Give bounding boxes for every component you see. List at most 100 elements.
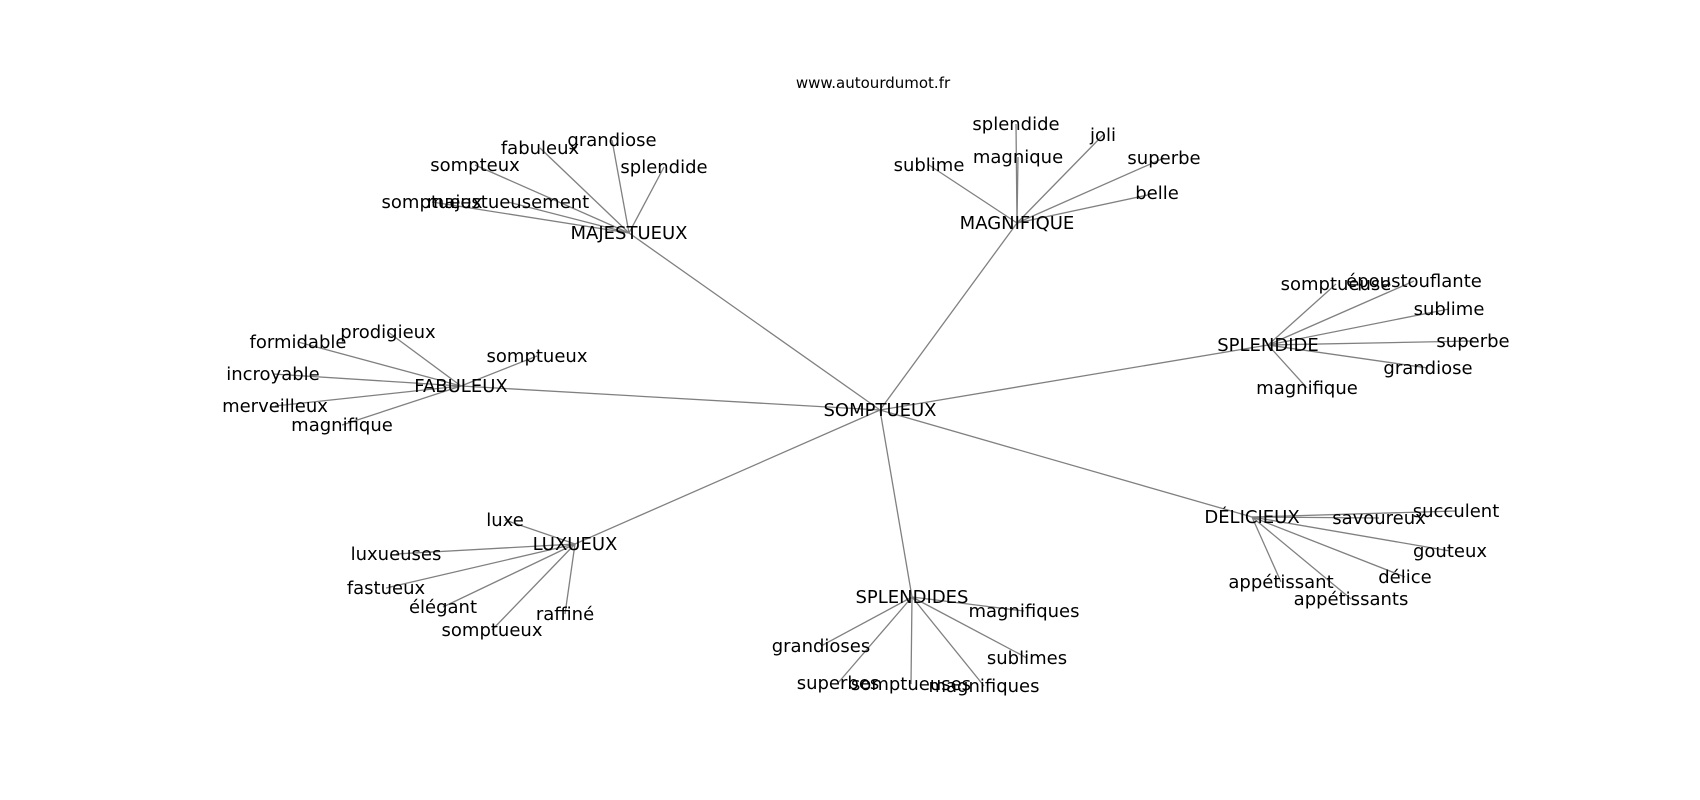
edge-center-delicieux [879, 409, 1253, 518]
edge-majestueux-m3 [474, 164, 630, 234]
leaf-word-splendide: magnifique [1256, 378, 1358, 399]
leaf-word-luxueux: fastueux [347, 578, 426, 599]
leaf-word-luxueux: élégant [409, 597, 477, 618]
leaf-word-splendide: superbe [1436, 331, 1509, 352]
leaf-word-luxueux: luxueuses [351, 544, 442, 565]
leaf-word-luxueux: luxe [486, 510, 524, 531]
leaf-word-delicieux: appétissants [1294, 589, 1409, 610]
leaf-word-magnifique: superbe [1127, 148, 1200, 169]
edge-splendide-s2 [1267, 283, 1337, 346]
leaf-word-splendides: somptueuses [851, 674, 971, 695]
edge-luxueux-l6 [491, 543, 576, 631]
graph-edges [272, 123, 1474, 687]
edge-luxueux-l2 [395, 543, 576, 555]
edge-center-luxueux [574, 409, 881, 545]
edge-magnifique-g5 [1016, 157, 1165, 224]
leaf-word-splendide: somptueuse [1281, 274, 1392, 295]
leaf-word-splendides: superbes [797, 673, 880, 694]
leaf-word-delicieux: gouteux [1413, 541, 1487, 562]
edge-fabuleux-f5 [274, 385, 462, 407]
leaf-word-magnifique: magnique [973, 147, 1063, 168]
edge-splendide-s6 [1267, 344, 1308, 389]
edge-majestueux-m4 [628, 166, 665, 234]
edge-splendides-p1 [911, 596, 1025, 612]
edge-splendides-p4 [837, 596, 913, 684]
leaf-word-splendides: sublimes [987, 648, 1067, 669]
edge-magnifique-g2 [1016, 134, 1104, 224]
edge-majestueux-m6 [507, 201, 630, 234]
leaf-word-majestueux: fabuleux [501, 138, 580, 159]
edge-majestueux-m1 [539, 147, 630, 234]
edge-center-majestueux [628, 232, 881, 411]
edge-splendide-s4 [1267, 340, 1474, 346]
edge-fabuleux-f1 [387, 331, 462, 387]
leaf-word-fabuleux: formidable [250, 332, 347, 353]
edge-center-splendide [879, 344, 1269, 411]
edge-fabuleux-f2 [297, 341, 462, 387]
leaf-word-fabuleux: merveilleux [222, 396, 328, 417]
edge-splendides-p3 [911, 596, 1028, 659]
leaf-word-delicieux: succulent [1413, 501, 1500, 522]
edge-fabuleux-f6 [341, 385, 462, 426]
edge-luxueux-l3 [385, 543, 576, 589]
leaf-word-majestueux: sompteux [430, 155, 520, 176]
leaf-word-magnifique: joli [1089, 125, 1116, 146]
leaf-word-splendide: grandiose [1383, 358, 1472, 379]
edge-splendides-p6 [911, 596, 985, 687]
edge-center-splendides [879, 409, 913, 598]
leaf-word-fabuleux: somptueux [487, 346, 588, 367]
hub-word-delicieux: DÉLICIEUX [1204, 506, 1299, 528]
leaf-word-majestueux: splendide [620, 157, 707, 178]
edge-splendides-p2 [820, 596, 913, 647]
edge-center-magnifique [879, 222, 1018, 411]
edge-splendide-s1 [1267, 280, 1415, 346]
leaf-word-delicieux: délice [1378, 567, 1431, 588]
edge-delicieux-d5 [1251, 516, 1282, 583]
leaf-word-magnifique: sublime [894, 155, 965, 176]
edge-center-fabuleux [460, 385, 881, 411]
edge-luxueux-l1 [504, 519, 576, 545]
leaf-word-delicieux: savoureux [1332, 508, 1426, 529]
edge-magnifique-g4 [1016, 156, 1019, 224]
leaf-word-fabuleux: prodigieux [340, 322, 436, 343]
leaf-word-luxueux: somptueux [442, 620, 543, 641]
edge-majestueux-m2 [611, 139, 630, 234]
leaf-word-fabuleux: incroyable [226, 364, 320, 385]
leaf-word-splendide: sublime [1414, 299, 1485, 320]
hub-word-magnifique: MAGNIFIQUE [960, 213, 1075, 234]
edge-delicieux-d3 [1251, 516, 1451, 552]
leaf-word-splendides: magnifiques [968, 601, 1079, 622]
hub-word-majestueux: MAJESTUEUX [571, 223, 688, 244]
leaf-word-majestueux: majestueusement [427, 192, 590, 213]
edge-delicieux-d1 [1251, 510, 1457, 518]
edge-luxueux-l5 [564, 543, 576, 615]
center-word: SOMPTUEUX [823, 400, 936, 421]
leaf-word-magnifique: splendide [972, 114, 1059, 135]
leaf-word-majestueux: grandiose [567, 130, 656, 151]
edge-splendide-s3 [1267, 308, 1450, 346]
leaf-word-splendides: magnifiques [928, 676, 1039, 697]
leaf-word-majestueux: somptueux [382, 192, 483, 213]
edge-delicieux-d4 [1251, 516, 1406, 578]
leaf-word-splendides: grandioses [772, 636, 871, 657]
leaf-word-luxueux: raffiné [536, 604, 594, 625]
edge-fabuleux-f4 [272, 373, 462, 387]
edge-luxueux-l4 [442, 543, 576, 608]
edge-fabuleux-f3 [460, 355, 538, 387]
leaf-word-splendide: époustouflante [1346, 271, 1482, 292]
edge-splendides-p5 [910, 596, 913, 685]
leaf-word-fabuleux: magnifique [291, 415, 393, 436]
hub-word-fabuleux: FABULEUX [414, 376, 507, 397]
site-label: www.autourdumot.fr [796, 74, 951, 92]
edge-majestueux-m5 [431, 201, 630, 234]
hub-word-luxueux: LUXUEUX [533, 534, 618, 555]
edge-delicieux-d2 [1251, 516, 1380, 519]
edge-delicieux-d6 [1251, 516, 1352, 600]
edge-splendide-s5 [1267, 344, 1429, 369]
leaf-word-delicieux: appétissant [1228, 572, 1333, 593]
hub-word-splendides: SPLENDIDES [856, 587, 969, 608]
hub-word-splendide: SPLENDIDE [1217, 335, 1319, 356]
edge-magnifique-g3 [928, 164, 1018, 224]
